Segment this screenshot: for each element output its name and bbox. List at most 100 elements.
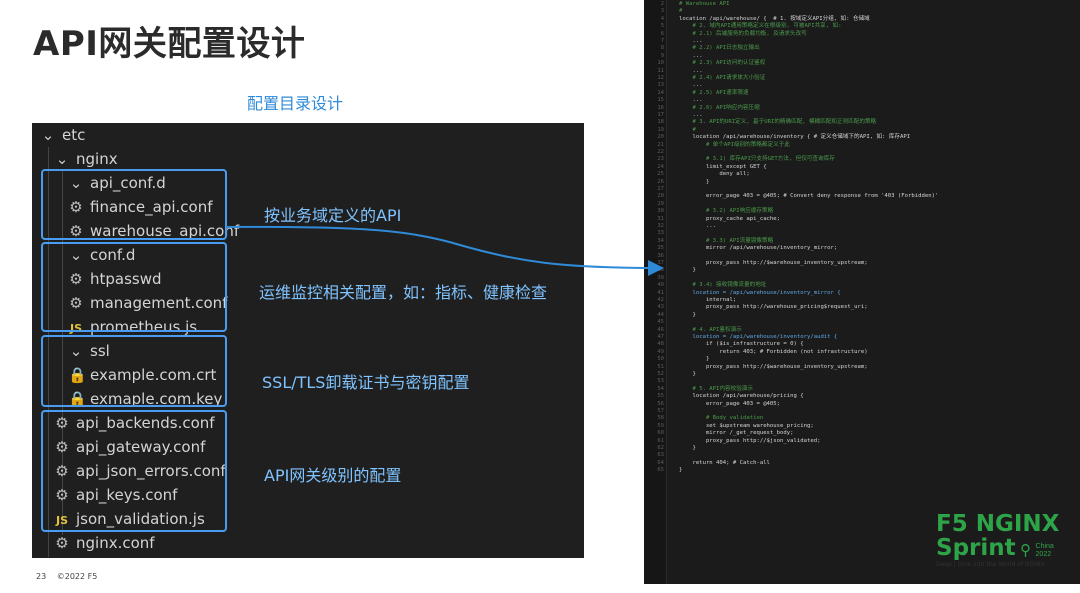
line-number: 17 (657, 112, 664, 118)
code-line: location /api/warehouse/ { # 1. 按域定义API分… (679, 15, 870, 22)
page-number: 23 (36, 572, 47, 581)
line-number: 24 (657, 163, 664, 170)
code-line: ... (679, 82, 703, 89)
code-line: if ($is_infrastructure = 0) { (679, 341, 804, 348)
code-line: # 3.4) 接收镜像流量的地址 (679, 282, 767, 289)
code-line: ... (679, 38, 703, 44)
code-line: proxy_pass http://$warehouse_inventory_u… (679, 363, 868, 370)
line-number: 49 (657, 348, 664, 355)
chevron-down-icon: ⌄ (41, 126, 55, 144)
code-line: mirror /api/warehouse/inventory_mirror; (679, 245, 838, 252)
tree-file-warehouse-api[interactable]: ⚙warehouse_api.conf (68, 219, 239, 243)
code-line: # Body validation (679, 415, 764, 422)
code-line: # 3. API的URI定义, 基于URI的精确匹配, 模糊匹配和正则匹配的策略 (679, 119, 877, 126)
line-number: 22 (657, 149, 664, 155)
code-line: # (679, 126, 696, 133)
tree-file-finance-api[interactable]: ⚙finance_api.conf (68, 195, 212, 219)
code-line: ... (679, 67, 703, 74)
line-number: 48 (657, 341, 664, 348)
line-number: 65 (657, 467, 664, 474)
code-line: } (679, 311, 696, 318)
sponsor-tagline: Deep | Dive into the World of NGINX (936, 561, 1045, 568)
line-number: 39 (657, 274, 664, 281)
tree-file-api-json-errors[interactable]: ⚙api_json_errors.conf (54, 459, 225, 483)
js-file-icon: JS (55, 514, 68, 527)
line-number: 42 (657, 297, 664, 303)
line-number: 31 (657, 215, 664, 222)
line-number: 43 (657, 304, 664, 311)
line-number: 60 (657, 430, 664, 437)
line-number: 41 (657, 289, 664, 296)
code-line: # 3.1) 库存API只支持GET方法, 但仅可查询库存 (679, 156, 835, 163)
code-line: } (679, 178, 710, 185)
tree-file-example-crt[interactable]: 🔒example.com.crt (68, 363, 216, 387)
tree-folder-conf-d[interactable]: ⌄conf.d (68, 243, 136, 267)
code-line: # 5. API内容校验演示 (679, 385, 753, 392)
tree-folder-nginx[interactable]: ⌄nginx (54, 147, 118, 171)
code-line: # 单个API级别的策略都定义于此 (679, 141, 790, 148)
file-explorer-tree: ⌄etc ⌄nginx ⌄api_conf.d ⚙finance_api.con… (32, 123, 584, 558)
line-number: 12 (657, 75, 664, 81)
conf-d-group-box (41, 242, 227, 332)
line-number: 58 (657, 415, 664, 422)
code-line: error_page 403 = @405; (679, 400, 781, 407)
line-number: 52 (657, 371, 664, 377)
code-line: } (679, 445, 696, 451)
line-number: 54 (657, 385, 664, 392)
api-conf-group-box (41, 169, 227, 240)
line-number: 33 (657, 230, 664, 237)
chevron-down-icon: ⌄ (55, 150, 69, 168)
tree-folder-etc[interactable]: ⌄etc (40, 123, 86, 147)
code-line: # 2.4) API请求体大小验证 (679, 75, 766, 81)
chevron-down-icon: ⌄ (69, 246, 83, 264)
section-subtitle: 配置目录设计 (247, 94, 344, 113)
tree-folder-api-conf-d[interactable]: ⌄api_conf.d (68, 171, 166, 195)
annotation-ops-config: 运维监控相关配置，如：指标、健康检查 (259, 283, 548, 302)
line-number: 57 (657, 408, 664, 414)
code-line: # 2. 域内API通用策略定义在根级别, 可被API共享, 如: (679, 23, 842, 30)
code-line: location = /api/warehouse/inventory_mirr… (679, 289, 841, 296)
gear-icon: ⚙ (55, 534, 69, 552)
tree-file-api-gateway[interactable]: ⚙api_gateway.conf (54, 435, 205, 459)
line-number: 46 (657, 326, 664, 333)
code-line: # 4. API鉴权演示 (679, 326, 742, 333)
page-title: API网关配置设计 (33, 24, 306, 64)
code-line: ... (679, 97, 703, 104)
line-number: 25 (657, 171, 664, 178)
indent-guide (62, 171, 63, 535)
line-number: 30 (657, 208, 664, 215)
tree-folder-ssl[interactable]: ⌄ssl (68, 339, 110, 363)
line-number: 19 (657, 126, 664, 133)
tree-file-api-keys[interactable]: ⚙api_keys.conf (54, 483, 177, 507)
code-line: # 3.2) API响应缓存策略 (679, 208, 774, 215)
line-number: 32 (657, 223, 664, 229)
line-number: 47 (657, 334, 664, 340)
code-line: # 2.2) API日志独立输出 (679, 45, 760, 52)
indent-guide (48, 147, 49, 557)
code-line: return 403; # Forbidden (not infrastruct… (679, 348, 868, 355)
annotation-gateway-config: API网关级别的配置 (264, 466, 402, 485)
tree-file-htpasswd[interactable]: ⚙htpasswd (68, 267, 161, 291)
code-line: ... (679, 112, 703, 118)
code-line: ... (679, 52, 703, 59)
gear-icon: ⚙ (55, 486, 69, 504)
code-line: set $upstream warehouse_pricing; (679, 422, 814, 429)
gear-icon: ⚙ (69, 294, 83, 312)
tree-file-example-key[interactable]: 🔒exmaple.com.key (68, 387, 222, 411)
line-number: 2 (660, 1, 664, 7)
line-number: 53 (657, 378, 664, 385)
line-number: 29 (657, 200, 664, 207)
ssl-group-box (41, 335, 227, 407)
gateway-group-box (41, 410, 227, 532)
code-line: return 404; # Catch-all (679, 459, 770, 466)
line-number: 56 (657, 400, 664, 407)
line-number: 61 (657, 437, 664, 444)
tree-file-nginx-conf[interactable]: ⚙nginx.conf (54, 531, 154, 555)
line-number: 13 (657, 82, 664, 89)
tree-file-management[interactable]: ⚙management.conf (68, 291, 227, 315)
tree-file-api-backends[interactable]: ⚙api_backends.conf (54, 411, 214, 435)
